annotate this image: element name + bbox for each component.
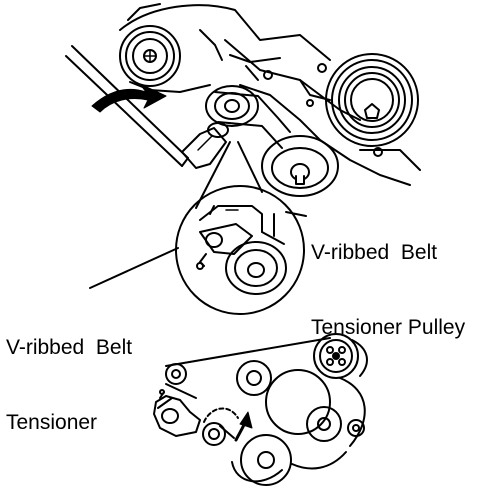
label-tensioner-line2: Tensioner [6, 411, 98, 434]
label-tensioner-pulley-line1: V-ribbed Belt [311, 241, 438, 264]
belt-routing-diagram [153, 333, 368, 486]
alternator-pulley [119, 25, 181, 87]
zoom-leader-left [195, 141, 231, 209]
label-tensioner: V-ribbed Belt Tensioner [6, 285, 132, 460]
label-tensioner-pulley: V-ribbed Belt Tensioner Pulley [311, 190, 465, 365]
zoom-leader-right [237, 141, 263, 193]
tensioner-assembly [205, 85, 339, 197]
rotation-arrow-lower [234, 411, 253, 442]
large-pulley [325, 53, 419, 147]
rotation-arrow-upper [91, 83, 167, 113]
leader-tensioner-pulley [285, 211, 307, 217]
leader-tensioner [89, 247, 179, 289]
engine-top-view [65, 3, 421, 209]
magnified-tensioner-view [175, 185, 305, 315]
label-tensioner-line1: V-ribbed Belt [6, 336, 133, 359]
label-tensioner-pulley-line2: Tensioner Pulley [311, 316, 466, 339]
wrench-bar [65, 45, 229, 169]
